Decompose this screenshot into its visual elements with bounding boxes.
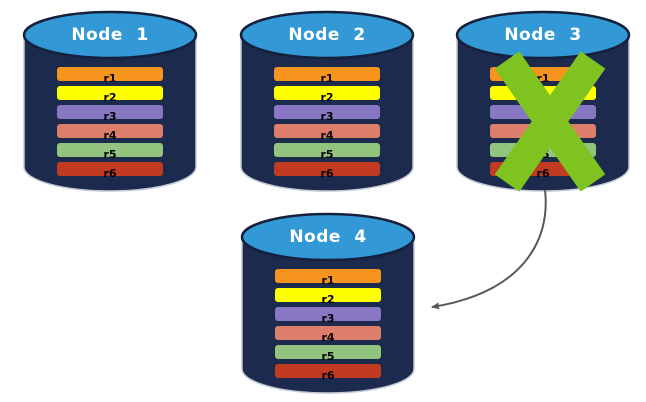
replica-label: r3 xyxy=(321,312,335,325)
replica-label: r6 xyxy=(103,167,117,180)
node-4: Node 4 r1 r2 r3 r4 r5 r6 xyxy=(240,207,416,399)
replica-row-r6: r6 xyxy=(274,162,380,180)
replica-rows: r1 r2 r3 r4 r5 r6 xyxy=(57,67,163,181)
node-title: Node 3 xyxy=(504,25,582,45)
replica-label: r6 xyxy=(321,369,335,382)
node-3: Node 3 r1 r2 r3 r4 r5 r6 xyxy=(455,5,631,197)
replica-row-r3: r3 xyxy=(57,105,163,123)
replica-row-r3: r3 xyxy=(275,307,381,325)
node-title: Node 4 xyxy=(289,227,367,247)
replica-label: r2 xyxy=(320,91,334,104)
replica-rows: r1 r2 r3 r4 r5 r6 xyxy=(274,67,380,181)
replica-label: r2 xyxy=(103,91,117,104)
replica-row-r4: r4 xyxy=(57,124,163,142)
replica-label: r5 xyxy=(320,148,334,161)
replica-row-r2: r2 xyxy=(57,86,163,104)
replica-label: r6 xyxy=(320,167,334,180)
replica-label: r1 xyxy=(321,274,335,287)
replica-row-r1: r1 xyxy=(275,269,381,287)
replica-label: r1 xyxy=(103,72,117,85)
node-title: Node 1 xyxy=(71,25,149,45)
replica-label: r5 xyxy=(321,350,335,363)
replica-row-r5: r5 xyxy=(275,345,381,363)
node-1: Node 1 r1 r2 r3 r4 r5 r6 xyxy=(22,5,198,197)
replica-row-r6: r6 xyxy=(275,364,381,382)
replica-row-r4: r4 xyxy=(275,326,381,344)
node-title: Node 2 xyxy=(288,25,366,45)
replica-label: r4 xyxy=(321,331,335,344)
replica-label: r3 xyxy=(103,110,117,123)
replica-row-r2: r2 xyxy=(275,288,381,306)
replica-row-r1: r1 xyxy=(274,67,380,85)
replica-row-r4: r4 xyxy=(274,124,380,142)
replica-label: r4 xyxy=(103,129,117,142)
replica-row-r6: r6 xyxy=(57,162,163,180)
replica-label: r5 xyxy=(103,148,117,161)
replica-row-r3: r3 xyxy=(274,105,380,123)
redistribution-arrow xyxy=(431,189,547,310)
failure-x-icon xyxy=(494,51,606,192)
node-2: Node 2 r1 r2 r3 r4 r5 r6 xyxy=(239,5,415,197)
replica-label: r2 xyxy=(321,293,335,306)
replica-row-r1: r1 xyxy=(57,67,163,85)
replica-label: r6 xyxy=(536,167,550,180)
replica-rows: r1 r2 r3 r4 r5 r6 xyxy=(275,269,381,383)
replica-row-r5: r5 xyxy=(274,143,380,161)
replica-label: r4 xyxy=(320,129,334,142)
replica-label: r3 xyxy=(320,110,334,123)
replica-row-r5: r5 xyxy=(57,143,163,161)
replica-row-r2: r2 xyxy=(274,86,380,104)
replica-label: r1 xyxy=(320,72,334,85)
